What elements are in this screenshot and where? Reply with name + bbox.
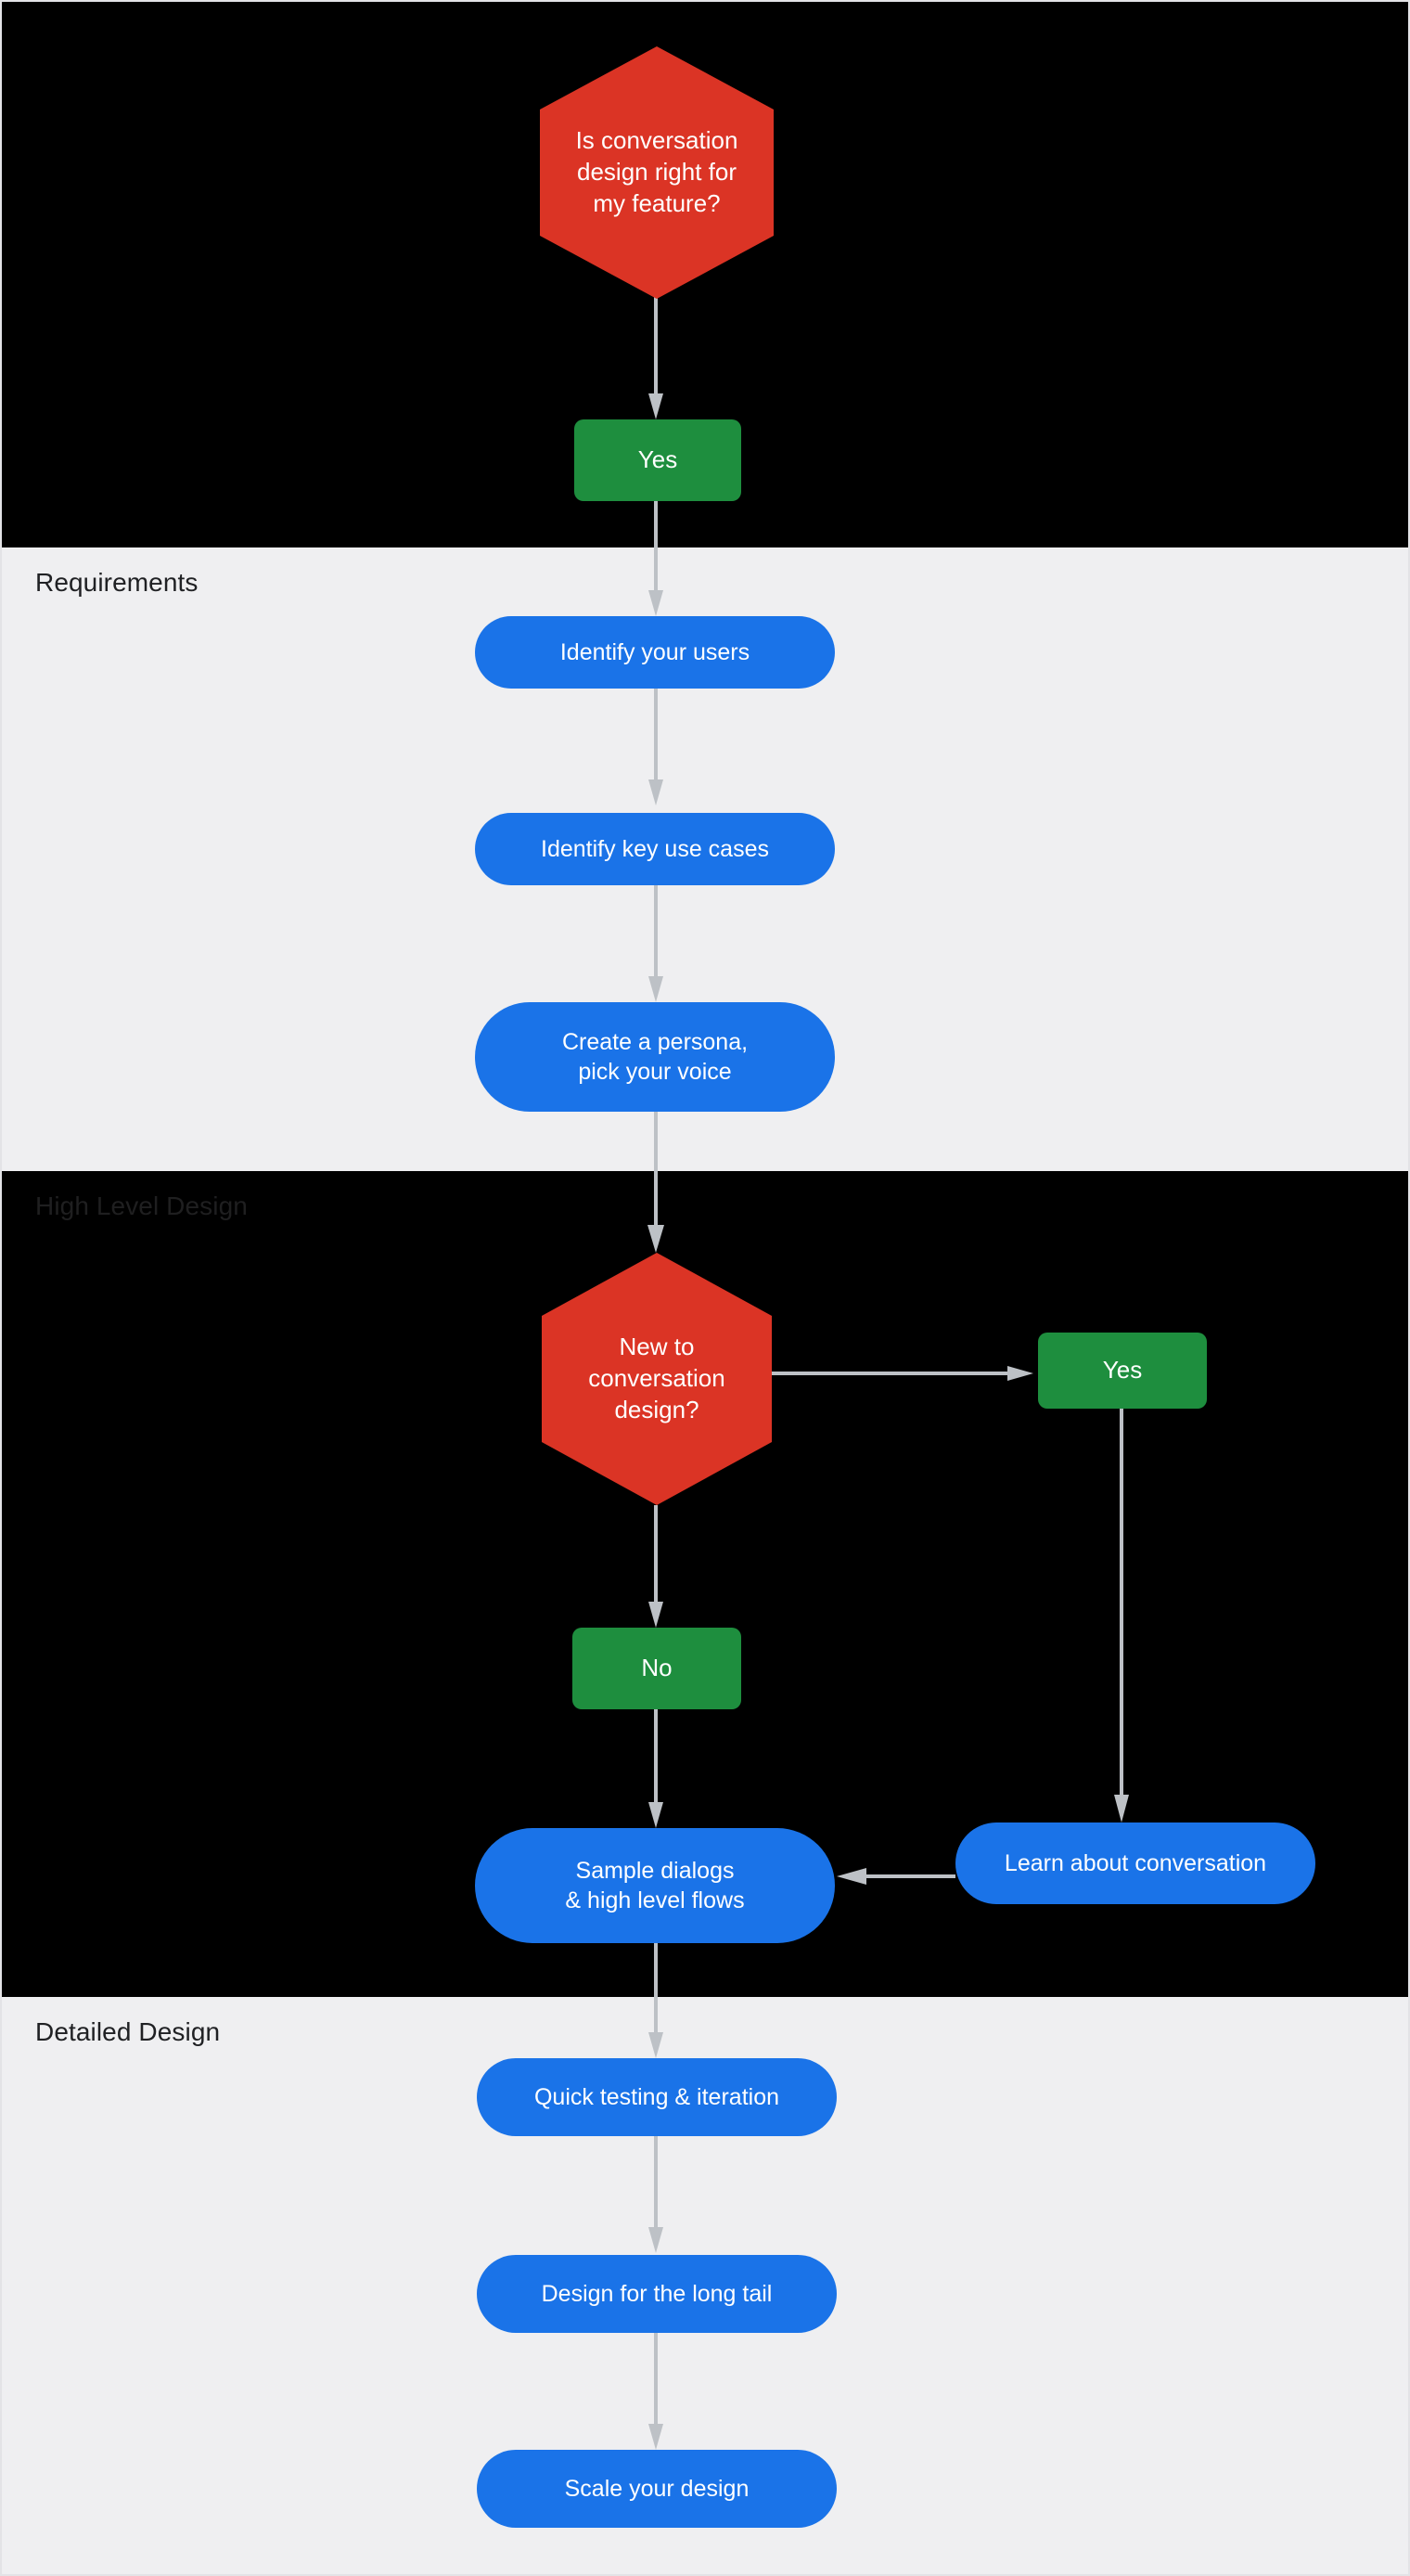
- node-design-for-the-long-tail[interactable]: Design for the long tail: [477, 2255, 837, 2333]
- node-decision-new-to-conversation-design[interactable]: New to conversation design?: [542, 1253, 772, 1505]
- node-answer-no-new[interactable]: No: [572, 1628, 741, 1709]
- node-label: No: [641, 1654, 673, 1682]
- edge-sample-dialogs-to-quick-testing: [642, 1943, 670, 2058]
- section-label-requirements: Requirements: [35, 568, 199, 597]
- node-label: Yes: [637, 445, 678, 474]
- edge-long-tail-to-scale-design: [642, 2333, 670, 2450]
- node-label: Identify key use cases: [541, 835, 769, 862]
- node-label: Learn about conversation: [1004, 1849, 1267, 1876]
- node-answer-yes-new[interactable]: Yes: [1038, 1333, 1207, 1409]
- edge-decision-new-to-no: [642, 1505, 670, 1628]
- node-label: Identify your users: [559, 638, 750, 665]
- node-label: Yes: [1102, 1356, 1143, 1385]
- node-identify-your-users[interactable]: Identify your users: [475, 616, 835, 689]
- node-label: Create a persona, pick your voice: [561, 1028, 749, 1086]
- edge-use-cases-to-persona: [642, 885, 670, 1002]
- node-answer-yes-start[interactable]: Yes: [574, 419, 741, 501]
- node-label: Design for the long tail: [541, 2280, 773, 2307]
- edge-learn-about-to-sample-dialogs: [837, 1863, 955, 1889]
- node-label: Scale your design: [564, 2475, 750, 2502]
- edge-decision-new-to-yes: [770, 1360, 1033, 1386]
- node-learn-about-conversation[interactable]: Learn about conversation: [955, 1823, 1315, 1904]
- node-quick-testing-iteration[interactable]: Quick testing & iteration: [477, 2058, 837, 2136]
- node-create-a-persona-pick-your-voice[interactable]: Create a persona, pick your voice: [475, 1002, 835, 1112]
- node-label: Quick testing & iteration: [533, 2083, 779, 2110]
- node-decision-is-conversation-design-right[interactable]: Is conversation design right for my feat…: [540, 46, 774, 299]
- edge-yes-to-identify-users: [642, 501, 670, 616]
- edge-no-to-sample-dialogs: [642, 1709, 670, 1828]
- edge-identify-users-to-use-cases: [642, 689, 670, 805]
- node-scale-your-design[interactable]: Scale your design: [477, 2450, 837, 2528]
- node-label: Is conversation design right for my feat…: [575, 126, 738, 217]
- section-label-detailed: Detailed Design: [35, 2017, 221, 2046]
- edge-decision-start-to-yes: [642, 297, 670, 419]
- edge-yes-new-to-learn-about: [1108, 1409, 1135, 1823]
- node-label: Sample dialogs & high level flows: [565, 1857, 745, 1914]
- node-sample-dialogs-high-level-flows[interactable]: Sample dialogs & high level flows: [475, 1828, 835, 1943]
- section-label-high-level: High Level Design: [35, 1191, 248, 1220]
- node-label: New to conversation design?: [588, 1333, 725, 1423]
- edge-persona-to-decision-new: [642, 1112, 670, 1253]
- edge-quick-testing-to-long-tail: [642, 2136, 670, 2253]
- node-identify-key-use-cases[interactable]: Identify key use cases: [475, 813, 835, 885]
